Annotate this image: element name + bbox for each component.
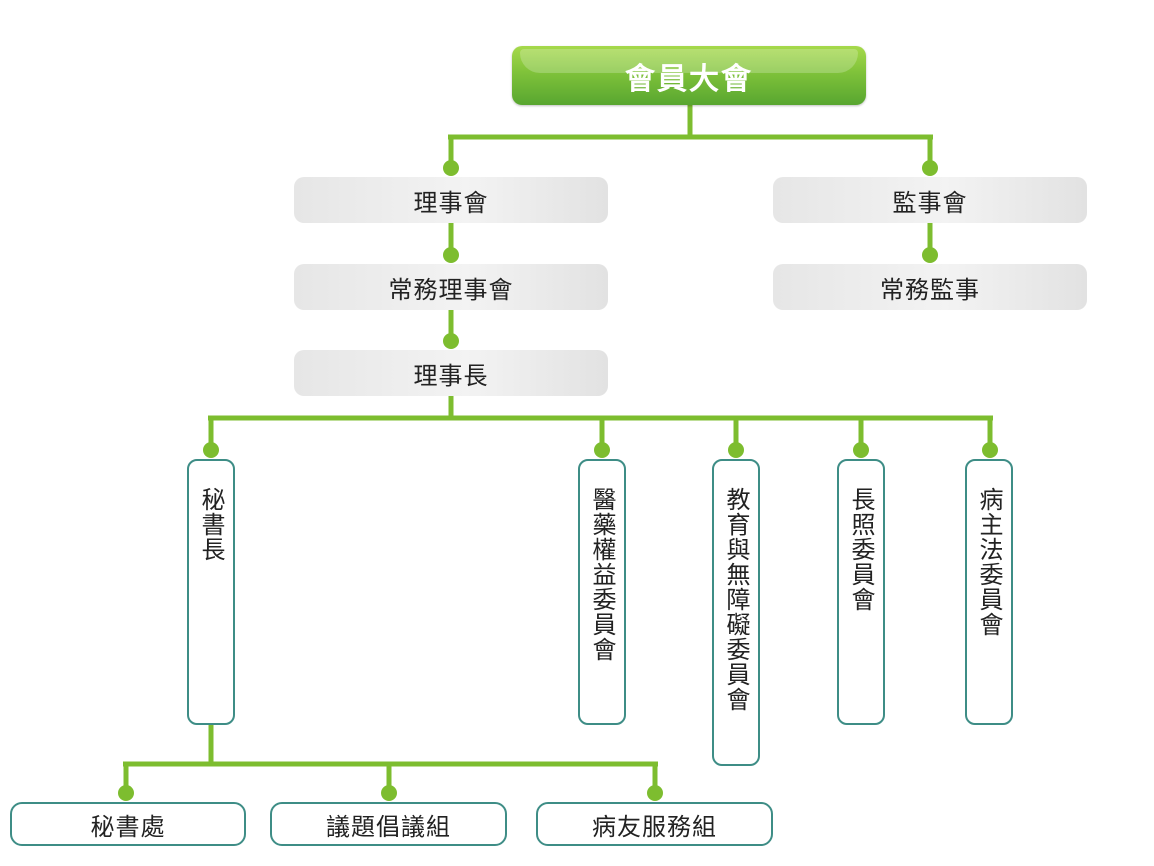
connector-dot [381, 785, 397, 801]
connector-dot [853, 442, 869, 458]
node-standing-supervisor: 常務監事 [773, 264, 1087, 310]
connector-dot [203, 442, 219, 458]
connector-dot [594, 442, 610, 458]
node-committee-label: 長照委員會 [847, 487, 875, 612]
node-unit-label: 秘書處 [90, 812, 166, 841]
connector-dot [443, 333, 459, 349]
node-unit-secretariat: 秘書處 [10, 802, 246, 846]
node-standing-board: 常務理事會 [294, 264, 608, 310]
connector-dot [922, 160, 938, 176]
node-chairperson: 理事長 [294, 350, 608, 396]
node-committee-label: 醫藥權益委員會 [588, 487, 616, 662]
node-committee-label: 病主法委員會 [975, 487, 1003, 637]
connector-dot [982, 442, 998, 458]
node-chairperson-label: 理事長 [413, 361, 489, 390]
node-unit-label: 病友服務組 [592, 812, 717, 841]
connector-dot [922, 247, 938, 263]
connector-dot [443, 247, 459, 263]
node-unit-label: 議題倡議組 [326, 812, 451, 841]
node-general-assembly: 會員大會 [512, 46, 866, 105]
node-board: 理事會 [294, 177, 608, 223]
node-supervisors-label: 監事會 [892, 188, 968, 217]
connector-dot [728, 442, 744, 458]
node-supervisors: 監事會 [773, 177, 1087, 223]
node-committee-education-accessibility: 教育與無障礙委員會 [712, 459, 760, 766]
node-standing-board-label: 常務理事會 [388, 275, 514, 304]
node-committee-patient-autonomy: 病主法委員會 [965, 459, 1013, 725]
node-secretary-general: 秘書長 [187, 459, 235, 725]
node-committee-long-term-care: 長照委員會 [837, 459, 885, 725]
connector-dot [118, 785, 134, 801]
node-board-label: 理事會 [413, 188, 489, 217]
node-standing-supervisor-label: 常務監事 [880, 275, 980, 304]
node-general-assembly-label: 會員大會 [625, 61, 753, 97]
node-unit-patient-services: 病友服務組 [536, 802, 773, 846]
connector-dot [443, 160, 459, 176]
node-committee-medical-rights: 醫藥權益委員會 [578, 459, 626, 725]
node-secretary-general-label: 秘書長 [197, 487, 225, 562]
connector-dot [647, 785, 663, 801]
node-committee-label: 教育與無障礙委員會 [722, 487, 750, 712]
node-unit-advocacy: 議題倡議組 [270, 802, 507, 846]
